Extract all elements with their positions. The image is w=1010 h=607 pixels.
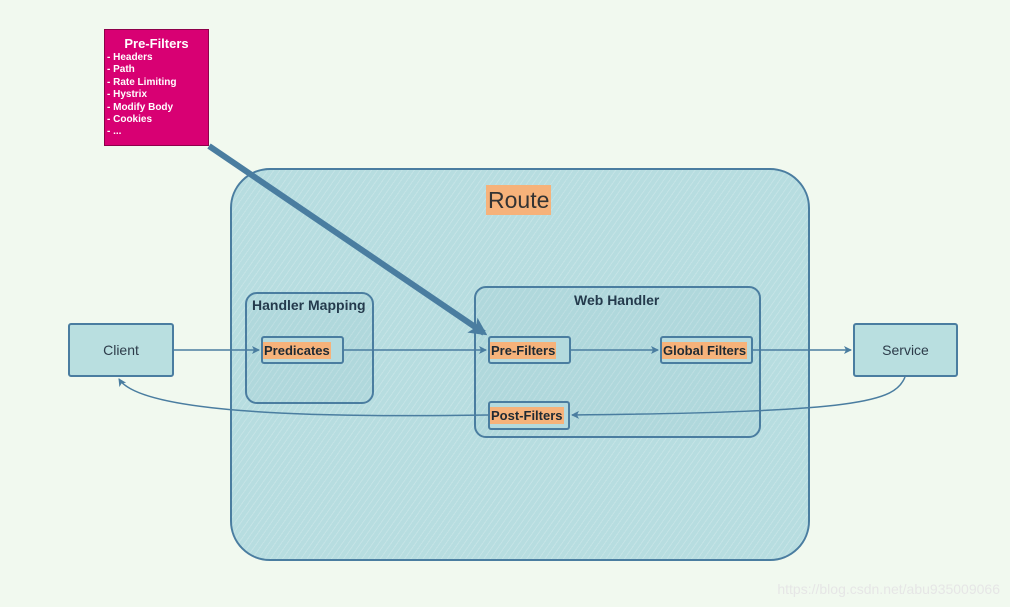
handler-mapping-title: Handler Mapping <box>252 297 366 313</box>
pre-filters-note: Pre-Filters - Headers - Path - Rate Limi… <box>104 29 209 146</box>
route-label: Route <box>486 185 552 215</box>
pre-filters-label: Pre-Filters <box>490 341 557 359</box>
predicates-node: Predicates <box>261 336 344 364</box>
note-list: - Headers - Path - Rate Limiting - Hystr… <box>107 52 206 139</box>
predicates-label: Predicates <box>263 341 331 359</box>
note-item: - Cookies <box>107 114 153 126</box>
note-item: - Hystrix <box>107 89 148 101</box>
note-title: Pre-Filters <box>124 36 189 51</box>
note-pointer-arrow <box>207 143 488 336</box>
note-item: - Rate Limiting <box>107 76 177 88</box>
client-label: Client <box>103 342 139 358</box>
postfilters-to-client-arrow <box>118 378 489 417</box>
note-item: - ... <box>107 126 122 138</box>
pre-filters-node: Pre-Filters <box>488 336 571 364</box>
note-item: - Path <box>107 64 135 76</box>
web-handler-title: Web Handler <box>574 292 660 308</box>
watermark: https://blog.csdn.net/abu935009066 <box>777 581 1000 597</box>
global-filters-label: Global Filters <box>662 341 748 359</box>
service-label: Service <box>882 342 929 358</box>
client-node: Client <box>68 323 174 377</box>
note-item: - Modify Body <box>107 101 174 113</box>
service-to-postfilters-arrow <box>571 376 906 419</box>
post-filters-node: Post-Filters <box>488 401 570 430</box>
note-item: - Headers <box>107 52 153 63</box>
post-filters-label: Post-Filters <box>490 407 564 424</box>
service-node: Service <box>853 323 958 377</box>
global-filters-node: Global Filters <box>660 336 753 364</box>
